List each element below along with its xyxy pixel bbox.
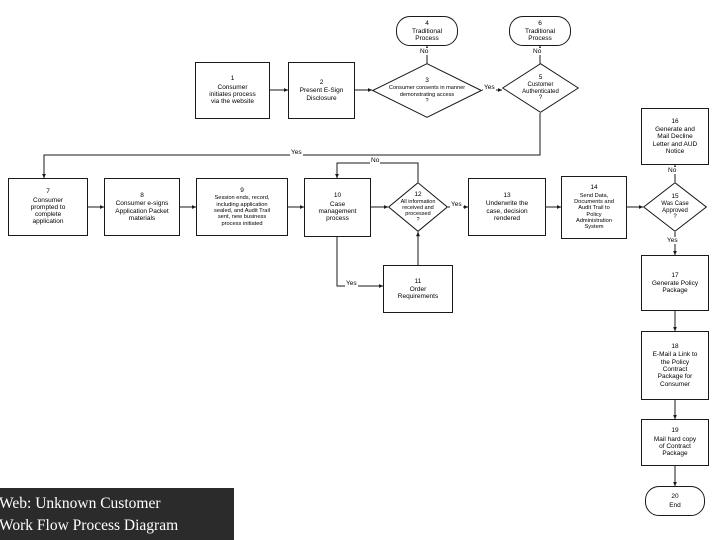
node-label: Consumer initiates process via the websi… (209, 83, 256, 106)
node-number: 13 (503, 191, 511, 199)
edge-label-5-to-7-yes: Yes (290, 149, 303, 156)
edge-label-10-to-11-yes: Yes (345, 280, 358, 287)
node-label: Underwrite the case, decision rendered (485, 200, 529, 222)
node-15-was-case-approved-decision[interactable]: 15 Was Case Approved ? (643, 182, 707, 232)
node-number: 1 (230, 75, 235, 83)
node-label: E-Mail a Link to the Policy Contract Pac… (652, 351, 698, 388)
node-label: Present E-Sign Disclosure (299, 87, 344, 102)
node-number: 10 (333, 192, 342, 200)
node-label: Consumer e-signs Application Packet mate… (115, 200, 169, 222)
node-number: 20 (671, 493, 679, 501)
node-label: Consumer prompted to complete applicatio… (30, 196, 66, 226)
node-label: Traditional Process (524, 27, 556, 43)
edge-label-3-to-5-yes: Yes (483, 84, 496, 91)
node-17-generate-policy-package[interactable]: 17 Generate Policy Package (641, 255, 709, 311)
connector-5-to-7 (42, 113, 541, 179)
edge-label-15-to-17-yes: Yes (666, 237, 679, 244)
diamond-shape (643, 182, 707, 232)
diamond-shape (502, 63, 579, 113)
node-number: 17 (671, 271, 679, 279)
node-number: 8 (140, 191, 144, 199)
node-number: 5 (538, 73, 543, 81)
node-label: All information received and processed ? (400, 198, 436, 224)
node-4-traditional-process[interactable]: 4 Traditional Process (396, 16, 458, 46)
node-11-order-requirements[interactable]: 11 Order Requirements (383, 265, 453, 313)
node-18-email-link-policy-contract-package[interactable]: 18 E-Mail a Link to the Policy Contract … (641, 331, 709, 400)
node-6-traditional-process[interactable]: 6 Traditional Process (509, 16, 571, 46)
node-14-send-data-documents-audit-trail[interactable]: 14 Send Data, Documents and Audit Trail … (561, 176, 627, 239)
node-number: 14 (590, 184, 598, 192)
edge-label-5-to-6-no: No (532, 48, 543, 55)
edge-label-3-to-4-no: No (419, 48, 430, 55)
node-number: 3 (425, 76, 429, 84)
node-number: 7 (46, 188, 50, 196)
node-label: Generate and Mail Decline Letter and AUD… (652, 126, 698, 155)
node-20-end[interactable]: 20 End (645, 486, 705, 516)
node-label: Consumer consents in manner demonstratin… (388, 85, 466, 104)
node-number: 15 (671, 192, 679, 200)
node-label: Order Requirements (397, 285, 439, 301)
node-10-case-management-process[interactable]: 10 Case management process (304, 178, 371, 237)
caption-line-2: Work Flow Process Diagram (0, 517, 179, 534)
caption-banner: Web: Unknown Customer Work Flow Process … (0, 488, 234, 540)
node-number: 12 (414, 190, 422, 198)
node-3-consumer-consents-decision[interactable]: 3 Consumer consents in manner demonstrat… (372, 63, 482, 118)
node-label: End (669, 501, 681, 509)
diamond-shape (372, 63, 482, 118)
node-12-all-information-received-decision[interactable]: 12 All information received and processe… (388, 182, 448, 232)
node-number: 19 (671, 427, 679, 435)
node-number: 4 (425, 19, 429, 27)
edge-label-12-to-10-no: No (370, 157, 381, 164)
node-label: Was Case Approved ? (661, 201, 689, 221)
node-label: Customer Authenticated ? (522, 82, 559, 102)
node-16-generate-mail-decline-letter[interactable]: 16 Generate and Mail Decline Letter and … (641, 108, 709, 165)
node-1-consumer-initiates-process[interactable]: 1 Consumer initiates process via the web… (195, 62, 270, 119)
diamond-shape (388, 182, 448, 232)
node-number: 11 (414, 277, 422, 285)
node-9-session-ends-record-sealed[interactable]: 9 Session ends, record, including applic… (196, 178, 288, 236)
node-5-customer-authenticated-decision[interactable]: 5 Customer Authenticated ? (502, 63, 579, 113)
node-number: 16 (671, 117, 679, 125)
connector-10-to-11 (336, 237, 384, 288)
node-number: 2 (319, 79, 324, 87)
node-7-consumer-prompted-complete-application[interactable]: 7 Consumer prompted to complete applicat… (8, 178, 88, 236)
node-label: Traditional Process (411, 27, 443, 43)
node-number: 6 (538, 19, 542, 27)
node-label: Session ends, record, including applicat… (214, 195, 270, 227)
node-19-mail-hard-copy-contract-package[interactable]: 19 Mail hard copy of Contract Package (641, 419, 709, 466)
node-8-consumer-esigns-application-packet[interactable]: 8 Consumer e-signs Application Packet ma… (104, 178, 180, 236)
caption-line-1: Web: Unknown Customer (0, 495, 161, 512)
node-13-underwrite-case-decision-rendered[interactable]: 13 Underwrite the case, decision rendere… (468, 178, 546, 236)
node-label: Mail hard copy of Contract Package (653, 435, 697, 458)
edge-label-12-to-13-yes: Yes (450, 201, 463, 208)
node-2-present-esign-disclosure[interactable]: 2 Present E-Sign Disclosure (288, 62, 355, 119)
node-label: Send Data, Documents and Audit Trail to … (574, 192, 614, 231)
node-number: 18 (671, 343, 679, 351)
edge-label-15-to-16-no: No (667, 167, 678, 174)
node-label: Case management process (318, 200, 357, 223)
node-label: Generate Policy Package (651, 279, 699, 295)
node-number: 9 (240, 186, 244, 194)
